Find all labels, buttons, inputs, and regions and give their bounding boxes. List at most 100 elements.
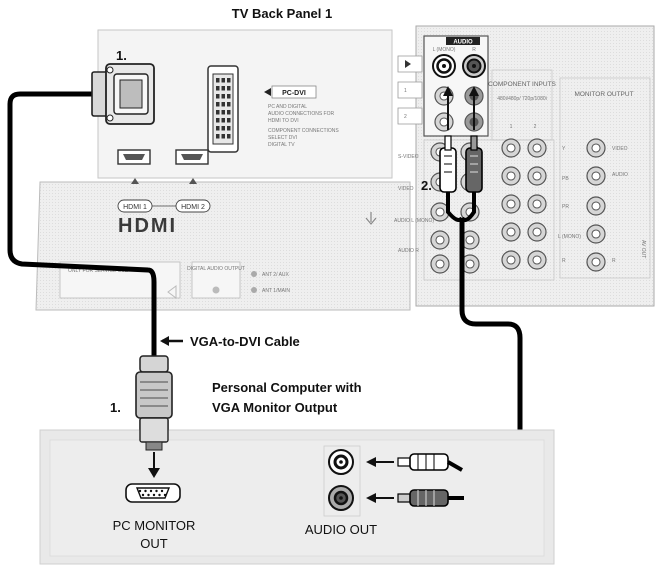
hdmi2-label: HDMI 2: [181, 204, 205, 211]
cable-label: VGA-to-DVI Cable: [190, 334, 300, 349]
svg-text:2: 2: [404, 114, 407, 120]
dvi-pin: [221, 134, 225, 139]
dvi-pin: [227, 94, 231, 99]
pc-title-line1: Personal Computer with: [212, 380, 362, 395]
svg-text:AUDIO CONNECTIONS FOR: AUDIO CONNECTIONS FOR: [268, 111, 335, 117]
vga-plug-body: [139, 417, 169, 451]
rca-jack-center: [435, 207, 445, 217]
step2-tv-label: 2.: [421, 178, 432, 193]
rca-jack-center: [532, 143, 542, 153]
hdmi1-label: HDMI 1: [123, 204, 147, 211]
dvi-pin: [227, 134, 231, 139]
rca-jack-center: [591, 257, 601, 267]
dvi-pin: [221, 110, 225, 115]
vga-pin: [158, 493, 161, 497]
component-col1: 1: [510, 124, 513, 130]
jack-grid: [430, 86, 606, 274]
component-inputs-label: COMPONENT INPUTS: [488, 81, 556, 88]
rca-jack-center: [506, 171, 516, 181]
service-arrow-icon: [167, 285, 177, 299]
dvi-pin: [216, 102, 220, 107]
dvi-fineprint: PC AND DIGITAL AUDIO CONNECTIONS FOR HDM…: [268, 104, 339, 148]
vga-pin: [155, 489, 158, 493]
vga-down-arrow-head: [148, 468, 160, 478]
rca-plug-red-tv: [465, 135, 483, 193]
rca-jack-center: [591, 143, 601, 153]
ant-aux-dot: [251, 271, 257, 277]
rca-plug-white-tv: [439, 135, 457, 193]
monitor-output-frame: [559, 77, 651, 279]
vga-pin: [144, 489, 147, 493]
dvi-pin: [227, 78, 231, 83]
rca-jack-center: [435, 259, 445, 269]
optical-port: [212, 286, 220, 294]
component-lmono-label: L (MONO): [558, 234, 581, 240]
svg-text:PC AND DIGITAL: PC AND DIGITAL: [268, 104, 307, 110]
rca-jack-center: [506, 255, 516, 265]
dvi-pin: [216, 134, 220, 139]
rca-jack-center: [435, 235, 445, 245]
step1-tv-label: 1.: [116, 48, 127, 63]
step1-pc-label: 1.: [110, 400, 121, 415]
rca-jack-center: [532, 227, 542, 237]
component-r-label: R: [562, 258, 566, 264]
svg-text:HDMI TO DVI: HDMI TO DVI: [268, 118, 299, 124]
audio-header-text: AUDIO: [453, 40, 473, 46]
pc-dvi-tag: PC-DVI: [282, 90, 306, 97]
dvi-pin: [221, 118, 225, 123]
dvi-pin: [227, 126, 231, 131]
svg-text:VIDEO: VIDEO: [398, 186, 414, 192]
pc-monitor-out-line1: PC MONITOR: [113, 518, 196, 533]
vga-pin: [152, 493, 156, 497]
dvi-pin: [216, 126, 220, 131]
rca-jack-center: [591, 201, 601, 211]
hdmi-port-2: [175, 149, 209, 184]
tv-panel-upper-module: [97, 29, 393, 179]
ant-main-label: ANT 1/MAIN: [262, 288, 290, 294]
dvi-pin: [216, 94, 220, 99]
dvi-pin: [216, 86, 220, 91]
rca-jack-center: [591, 229, 601, 239]
dvi-port: [207, 65, 239, 153]
dvi-pin: [221, 126, 225, 131]
pc-monitor-out-line2: OUT: [140, 536, 168, 551]
audio-r-label: R: [472, 47, 476, 53]
rca-jack-center: [506, 227, 516, 237]
tv-audio-in-jacks: [432, 54, 486, 78]
service-label: ONLY FOR SERVICE USE: [68, 268, 129, 274]
dvi-pin: [227, 110, 231, 115]
dvi-plug-icon: [91, 63, 155, 125]
rca-jack-center: [506, 199, 516, 209]
pc-audio-out-label: AUDIO OUT: [305, 522, 377, 537]
dvi-pin: [227, 118, 231, 123]
diagram-title: TV Back Panel 1: [232, 6, 332, 21]
dvi-pin: [221, 102, 225, 107]
input-tabs: 1 2: [397, 55, 423, 125]
av-out-label: AV OUT: [640, 240, 646, 258]
ant-main-dot: [251, 287, 257, 293]
svg-text:COMPONENT CONNECTIONS: COMPONENT CONNECTIONS: [268, 128, 339, 134]
vga-cable-line: [7, 91, 157, 360]
audio-header-bar: [446, 37, 480, 45]
dvi-pin: [216, 118, 220, 123]
monitor-output-label: MONITOR OUTPUT: [574, 91, 633, 98]
rca-jack-center: [465, 235, 475, 245]
svg-text:SELECT DVI: SELECT DVI: [268, 135, 297, 141]
monitor-video-label: VIDEO: [612, 146, 628, 152]
vga-pin: [138, 489, 142, 493]
svg-text:AUDIO L (MONO): AUDIO L (MONO): [394, 218, 434, 224]
svg-text:1: 1: [404, 88, 407, 94]
component-pb-label: PB: [562, 176, 569, 182]
av-row-labels: S-VIDEO VIDEO AUDIO L (MONO) AUDIO R: [394, 154, 434, 254]
pc-vga-port: [125, 483, 181, 503]
rca-jack-center: [465, 259, 475, 269]
vga-dvi-cable: [7, 63, 173, 451]
rca-jack-center: [439, 117, 449, 127]
dvi-pin: [227, 102, 231, 107]
monitor-r-label: R: [612, 258, 616, 264]
dvi-pin: [216, 110, 220, 115]
monitor-audio-label: AUDIO: [612, 172, 628, 178]
hdmi-down-arrow-icon: [365, 212, 377, 225]
rca-jack-center: [506, 143, 516, 153]
